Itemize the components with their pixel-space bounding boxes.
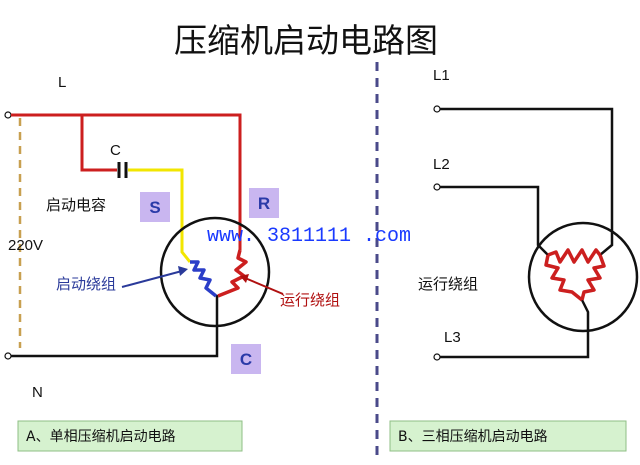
l-wire bbox=[11, 113, 242, 250]
label-l1: L1 bbox=[433, 67, 450, 84]
label-l2: L2 bbox=[433, 156, 450, 173]
label-start-winding: 启动绕组 bbox=[56, 275, 116, 293]
start-winding-arrowhead bbox=[178, 266, 188, 276]
tag-s-bg bbox=[140, 192, 170, 222]
run-winding-coil bbox=[217, 249, 248, 298]
tag-c-bg bbox=[231, 344, 261, 374]
compressor-motor-right bbox=[527, 221, 639, 333]
n-wire bbox=[11, 295, 219, 358]
run-winding-arrow bbox=[244, 277, 284, 295]
winding-right bbox=[580, 254, 606, 301]
compressor-motor-left bbox=[159, 216, 271, 328]
start-wire bbox=[128, 168, 192, 263]
terminal-l2 bbox=[433, 183, 441, 191]
watermark-url: www. 3811111 .com bbox=[207, 225, 411, 248]
l-branch-wire bbox=[80, 115, 117, 172]
terminal-l3 bbox=[433, 353, 441, 361]
terminal-l1 bbox=[433, 105, 441, 113]
label-c-cap: C bbox=[110, 142, 121, 159]
l1-wire bbox=[440, 107, 614, 256]
l2-wire bbox=[440, 185, 549, 256]
label-voltage: 220V bbox=[8, 237, 43, 254]
run-winding-arrowhead bbox=[240, 274, 249, 283]
tag-s: S bbox=[149, 198, 160, 217]
terminal-n bbox=[4, 352, 12, 360]
winding-left bbox=[544, 254, 584, 302]
tag-r-bg bbox=[249, 188, 279, 218]
tag-c: C bbox=[240, 350, 252, 369]
caption-b-box bbox=[389, 420, 627, 452]
caption-a: A、单相压缩机启动电路 bbox=[26, 429, 176, 445]
caption-a-box bbox=[17, 420, 243, 452]
caption-b: B、三相压缩机启动电路 bbox=[398, 429, 548, 445]
page-title: 压缩机启动电路图 bbox=[174, 21, 438, 60]
label-n: N bbox=[32, 384, 43, 401]
label-run-winding-3ph: 运行绕组 bbox=[418, 275, 478, 293]
terminal-l bbox=[4, 111, 12, 119]
label-run-winding: 运行绕组 bbox=[280, 291, 340, 309]
tag-r: R bbox=[258, 194, 270, 213]
label-l3: L3 bbox=[444, 329, 461, 346]
label-capacitor: 启动电容 bbox=[46, 196, 106, 214]
start-winding-coil bbox=[190, 260, 218, 298]
l3-wire bbox=[440, 299, 590, 359]
label-l: L bbox=[58, 74, 66, 91]
winding-top bbox=[547, 248, 602, 264]
start-winding-arrow bbox=[121, 270, 183, 288]
